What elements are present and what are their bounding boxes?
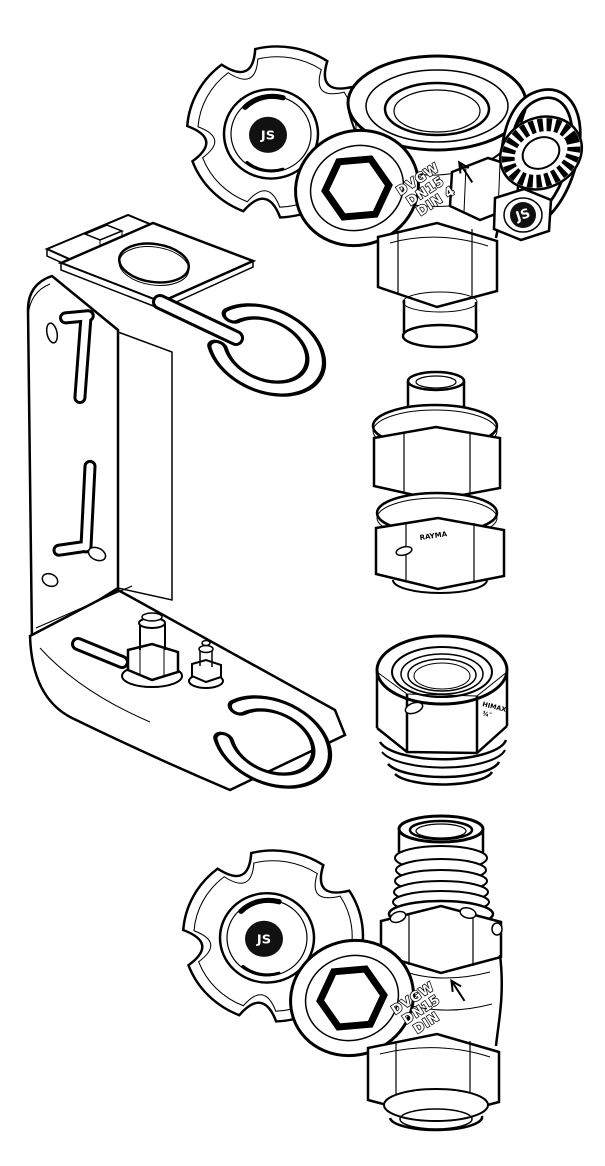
bracket-bolt-small [188,639,224,689]
drain-cap-logo-icon [510,202,536,228]
bracket-oval-hole [41,572,59,588]
pipe-fork-top [211,306,322,394]
bracket-slot [74,640,126,666]
bracket-top-arm [152,294,327,397]
union-tube-end [406,370,466,392]
bottom-valve-assembly: DVGW DN15 DIN [173,814,503,1132]
swivel-nut-hex: HIMAX ¾″ [375,671,509,755]
bracket-bottom-arm [28,585,347,792]
internal-thread [400,653,484,695]
nut-marking: HIMAX ¾″ [481,700,507,719]
drain-cap-hex: JS [492,187,553,242]
pipe-fork-bottom [217,698,328,786]
flow-arrow-icon [457,160,474,183]
drain-cap-logo-text: JS [513,206,532,225]
union-marking: RAYMA [419,530,448,542]
swivel-nut-collar [378,739,508,786]
bracket-bolt-large [121,612,183,688]
bottom-valve-outlet [366,1032,501,1132]
bracket-oval-hole [45,322,59,344]
bracket-oval-hole [87,546,107,562]
top-valve-inlet-flange [346,54,528,171]
top-valve-outlet [376,221,499,349]
keyhole-slot-upper [59,309,95,405]
union-connector: RAYMA [371,370,506,594]
wall-bracket [26,213,347,792]
union-nut-lower: RAYMA [374,516,506,591]
nut-slot-mark [404,701,424,715]
swivel-nut-adapter: HIMAX ¾″ [375,634,509,786]
top-valve-assembly: JS DVGW DN15 DIN 4 [177,35,584,349]
union-slot-mark [395,545,413,557]
flow-arrow-icon [450,978,466,1002]
union-nut-upper [372,425,502,502]
svg-text:¾″: ¾″ [481,709,492,719]
knurled-cap [498,115,584,191]
drain-assembly: JS [448,88,584,242]
keyhole-slot-lower [52,459,97,557]
